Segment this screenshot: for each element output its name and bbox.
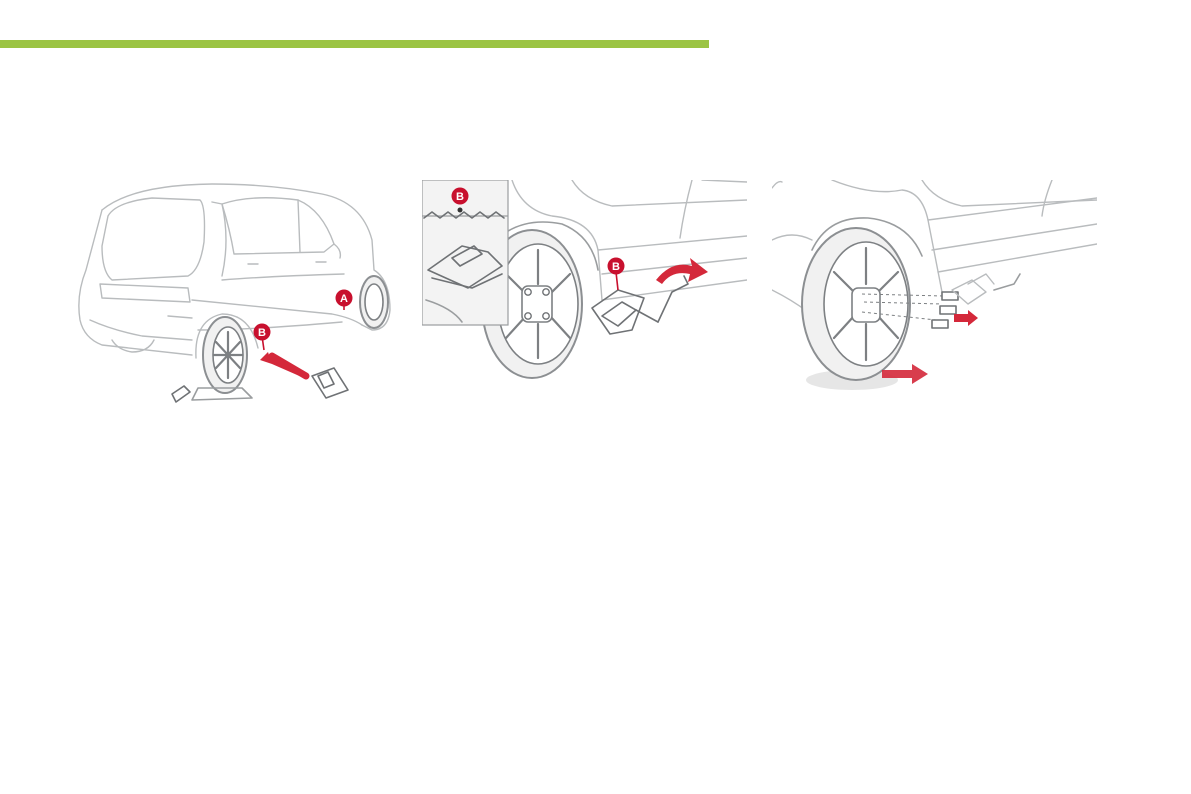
- marker-a: A: [336, 290, 353, 311]
- marker-b: B: [254, 324, 271, 351]
- figure-jack-raising: B B: [422, 180, 747, 405]
- figure-jack-placement: A B: [72, 180, 392, 405]
- car-jack-illustration: A B: [72, 180, 392, 405]
- svg-text:A: A: [340, 293, 348, 305]
- section-color-bar: [0, 40, 709, 48]
- svg-text:B: B: [612, 261, 620, 273]
- wheel-removal-illustration: [772, 180, 1097, 405]
- svg-text:B: B: [456, 191, 464, 203]
- svg-text:B: B: [258, 327, 266, 339]
- figure-wheel-removal: [772, 180, 1097, 405]
- jack-raising-illustration: B B: [422, 180, 747, 405]
